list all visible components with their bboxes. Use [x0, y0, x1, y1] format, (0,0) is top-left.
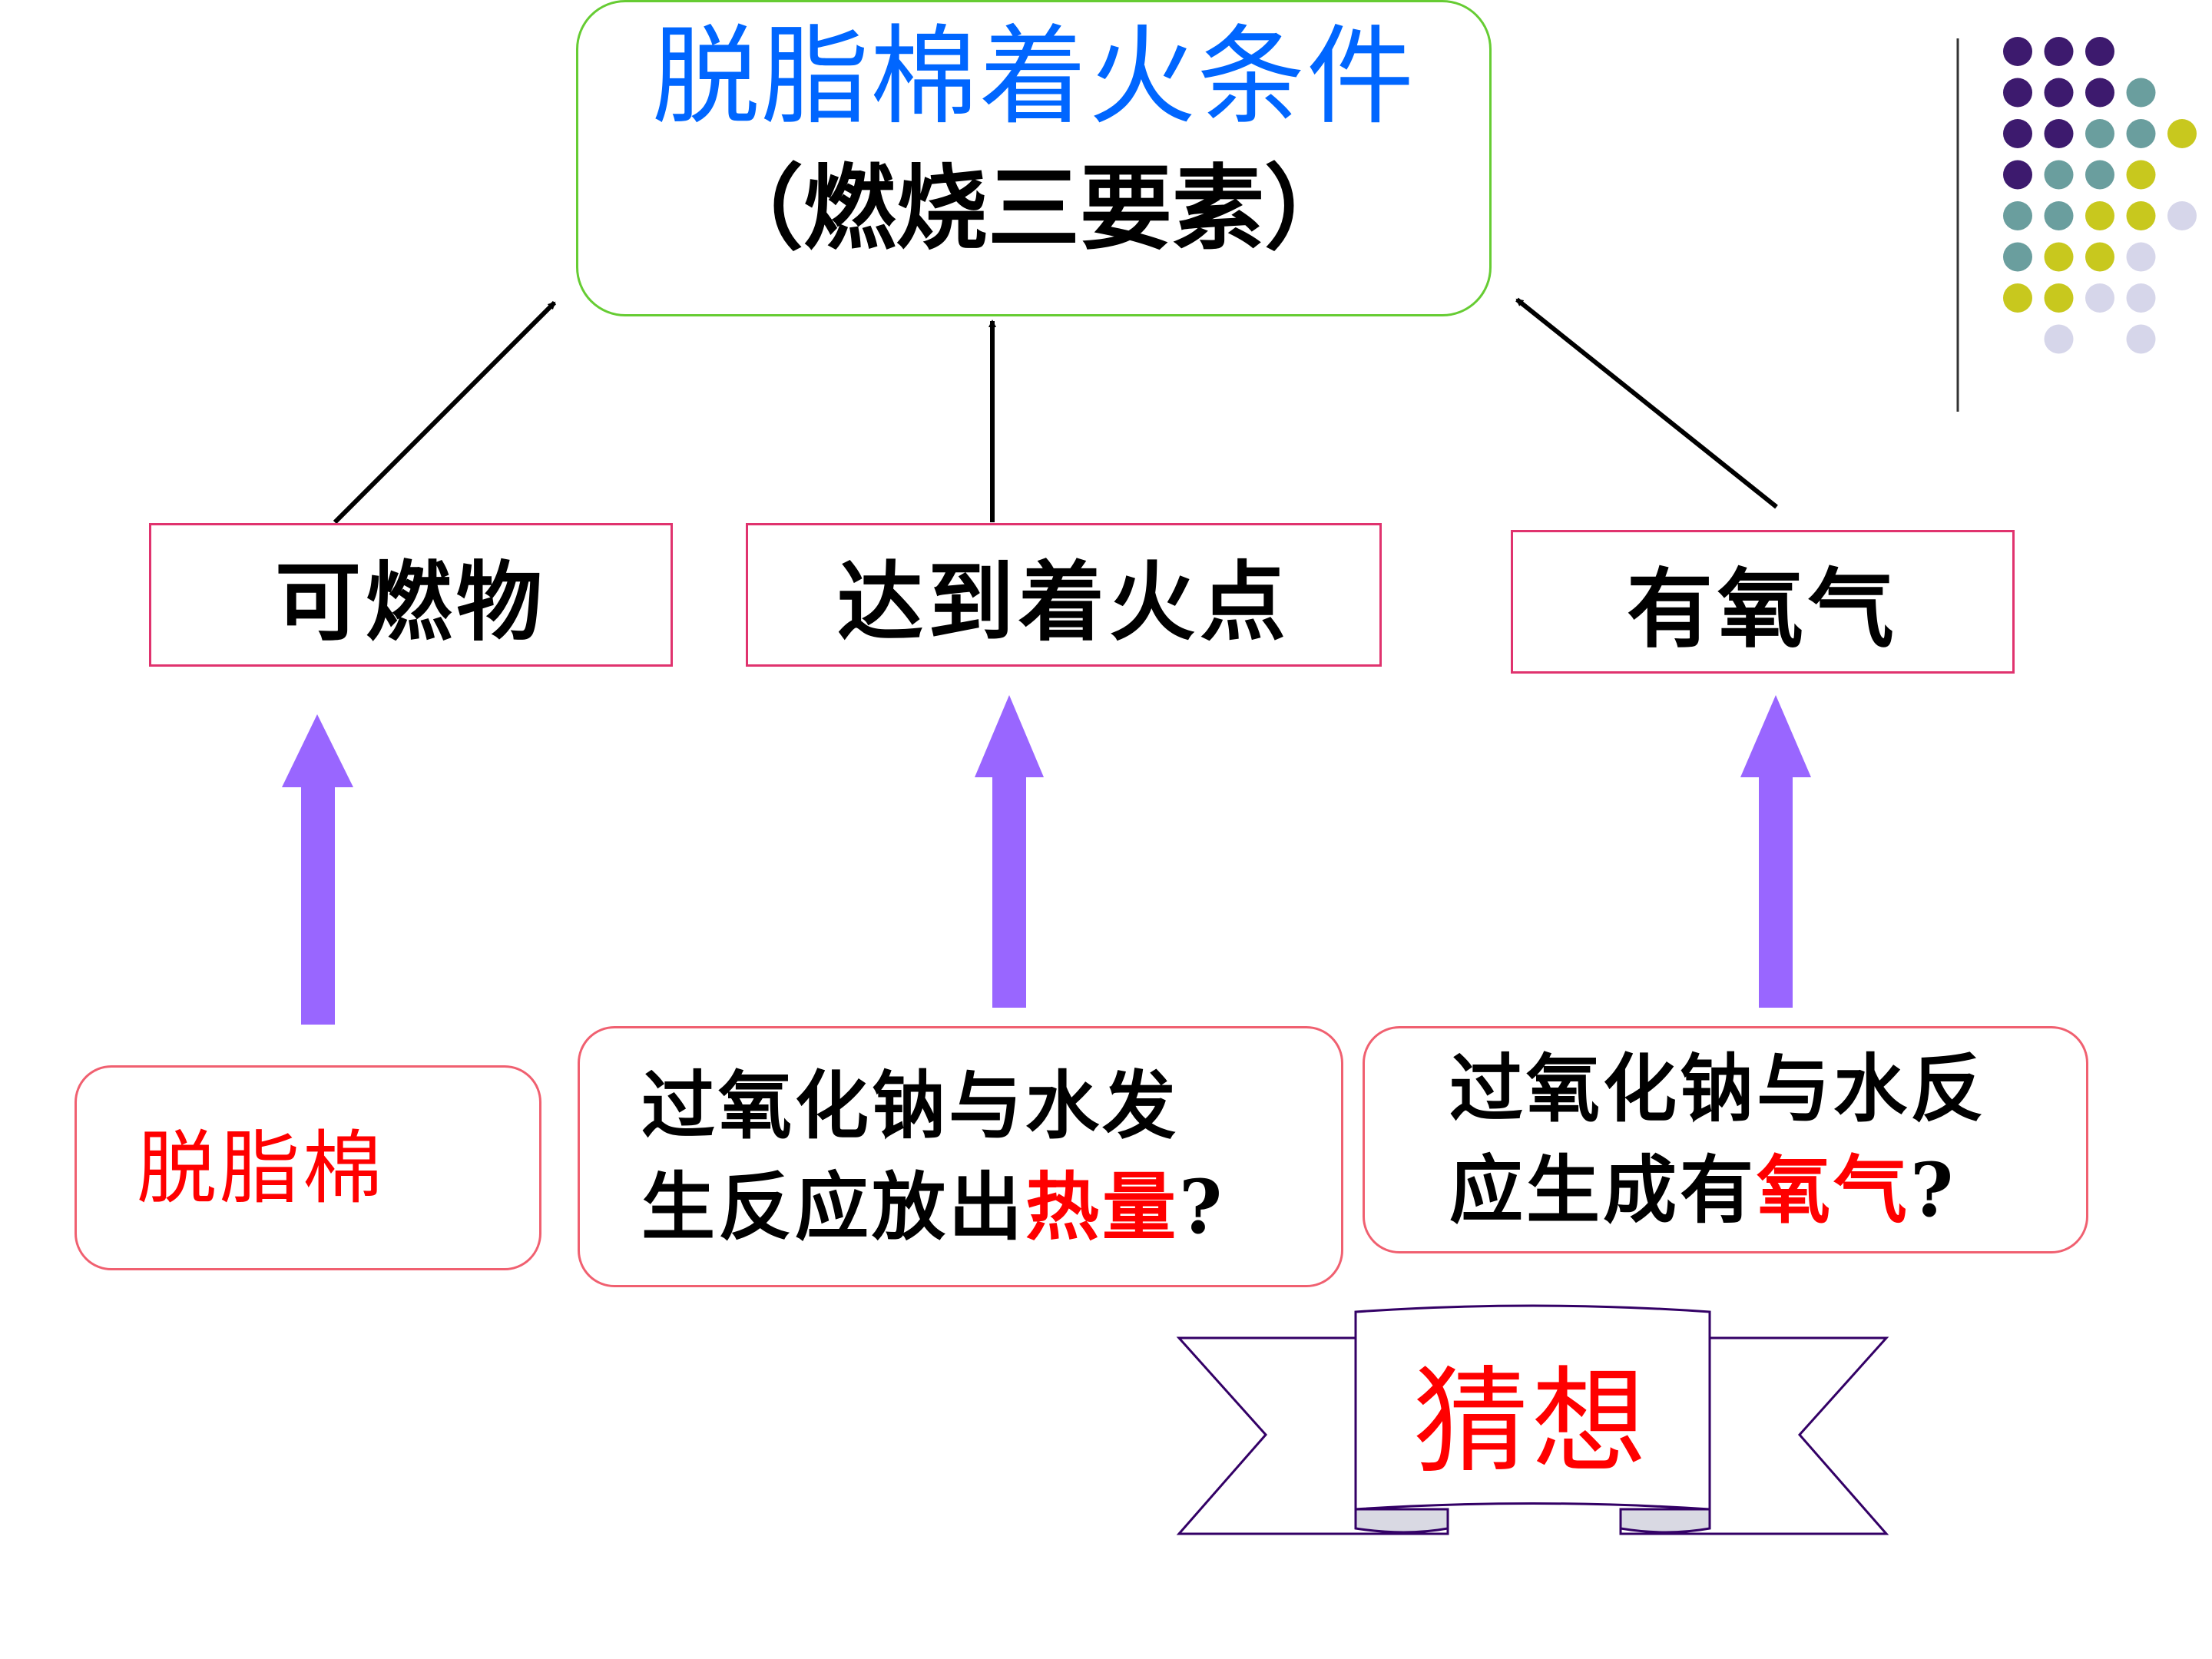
arrow-left-to-top — [333, 300, 557, 525]
condition-combustible-box: 可燃物 — [149, 523, 673, 667]
evidence-line: 过氧化钠与水发 — [641, 1055, 1179, 1157]
decorative-dot — [2044, 283, 2074, 313]
decorative-dot — [2044, 78, 2074, 108]
condition-oxygen-box: 有氧气 — [1511, 530, 2015, 674]
purple-arrow-center — [975, 695, 1044, 1008]
decorative-dot — [2044, 201, 2074, 230]
evidence-text: ? — [1179, 1164, 1226, 1250]
decorative-dot — [2126, 242, 2156, 272]
purple-arrow-left — [282, 714, 353, 1025]
evidence-line: 过氧化钠与水反 — [1449, 1038, 1987, 1140]
combustion-conditions-box: 脱脂棉着火条件 （燃烧三要素） — [576, 0, 1492, 316]
highlight-text: 热量 — [1025, 1164, 1179, 1250]
decorative-dot — [2044, 324, 2074, 354]
decorative-dot — [2085, 160, 2114, 190]
decorative-dot — [2085, 119, 2114, 148]
banner-ribbon — [1176, 1304, 1889, 1535]
diagram-subtitle: （燃烧三要素） — [711, 154, 1356, 263]
evidence-heat-box: 过氧化钠与水发生反应放出热量? — [578, 1026, 1343, 1287]
evidence-text: ? — [1910, 1147, 1957, 1233]
decorative-dot — [2044, 119, 2074, 148]
decorative-dot — [2085, 242, 2114, 272]
decorative-dot — [2126, 324, 2156, 354]
decorative-dot — [2085, 37, 2114, 66]
decorative-dot — [2003, 37, 2032, 66]
decorative-dot — [2126, 283, 2156, 313]
evidence-text: 应生成有 — [1449, 1147, 1757, 1233]
decorative-dot — [2003, 160, 2032, 190]
condition-combustible-label: 可燃物 — [275, 551, 547, 653]
evidence-text: 过氧化钠与水反 — [1449, 1045, 1987, 1132]
evidence-cotton-box: 脱脂棉 — [75, 1065, 541, 1270]
arrow-right-to-top — [1515, 297, 1778, 509]
banner-label: 猜想 — [1412, 1355, 1650, 1489]
highlight-text: 氧气 — [1757, 1147, 1910, 1233]
decorative-dot — [2044, 160, 2074, 190]
highlight-text: 脱脂棉 — [137, 1121, 386, 1215]
decorative-dot — [2167, 201, 2197, 230]
decorative-dot-grid — [2003, 37, 2197, 354]
decorative-dot — [2003, 119, 2032, 148]
evidence-text: 过氧化钠与水发 — [641, 1062, 1179, 1149]
diagram-title: 脱脂棉着火条件 — [651, 15, 1416, 140]
purple-arrow-right — [1740, 695, 1811, 1008]
evidence-line: 应生成有氧气? — [1449, 1140, 1956, 1241]
decorative-dot — [2003, 283, 2032, 313]
decorative-dot — [2044, 37, 2074, 66]
condition-ignition-point-label: 达到着火点 — [837, 551, 1290, 653]
decorative-dot — [2044, 242, 2074, 272]
decorative-dot — [2167, 119, 2197, 148]
evidence-oxygen-box: 过氧化钠与水反应生成有氧气? — [1363, 1026, 2088, 1253]
decorative-dot — [2003, 78, 2032, 108]
evidence-line: 生反应放出热量? — [641, 1157, 1225, 1258]
condition-ignition-point-box: 达到着火点 — [746, 523, 1382, 667]
decorative-dot — [2126, 78, 2156, 108]
decorative-dot — [2126, 160, 2156, 190]
decorative-dot — [2126, 119, 2156, 148]
decorative-dot — [2003, 242, 2032, 272]
condition-oxygen-label: 有氧气 — [1627, 558, 1899, 660]
decorative-dot — [2003, 201, 2032, 230]
evidence-text: 生反应放出 — [641, 1164, 1025, 1250]
decorative-dot — [2085, 283, 2114, 313]
decorative-dot — [2126, 201, 2156, 230]
evidence-line: 脱脂棉 — [137, 1118, 386, 1219]
decorative-dot — [2085, 78, 2114, 108]
decorative-dot — [2085, 201, 2114, 230]
